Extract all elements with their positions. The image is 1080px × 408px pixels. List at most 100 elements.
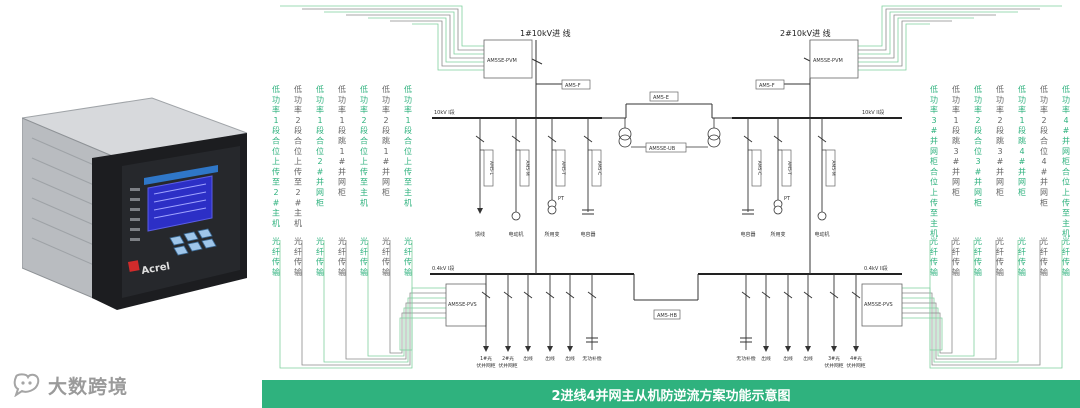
svg-text:纤: 纤 [338, 246, 346, 256]
feeder-relay-box [519, 149, 530, 187]
svg-text:段: 段 [1040, 125, 1048, 135]
feeder-relay-label: AM5-C [756, 161, 762, 176]
svg-text:段: 段 [974, 125, 982, 135]
svg-text:段: 段 [382, 125, 390, 135]
fiber-line-right-bottom [902, 240, 1041, 366]
fiber-line-right-top [858, 14, 996, 59]
hv-feeder-label: 电动机 [508, 231, 523, 238]
feeder-arrow-icon [477, 208, 483, 214]
svg-text:并: 并 [316, 177, 324, 187]
hv-feeders: AM5-L馈线AM5-M电动机AM5-TPT所用变AM5-C电容器AM5-C电容… [475, 118, 836, 238]
svg-text:并: 并 [952, 166, 960, 176]
svg-text:3: 3 [975, 157, 980, 166]
svg-text:光: 光 [1040, 236, 1048, 246]
lv-feeder-label: 3#光 [828, 355, 840, 362]
svg-text:光: 光 [360, 236, 368, 246]
svg-text:网: 网 [1062, 147, 1070, 156]
svg-text:2: 2 [295, 188, 300, 197]
svg-text:位: 位 [294, 146, 302, 156]
svg-text:段: 段 [952, 125, 960, 135]
svg-text:率: 率 [404, 105, 412, 115]
svg-text:光: 光 [1062, 236, 1070, 246]
fiber-line-left-top [346, 14, 484, 59]
lv-feeder-label: 出线 [545, 355, 555, 362]
svg-text:柜: 柜 [930, 156, 938, 166]
fiber-line-right-bottom [902, 240, 975, 357]
svg-text:2: 2 [1041, 116, 1046, 125]
svg-text:并: 并 [1062, 136, 1070, 146]
svg-text:光: 光 [996, 236, 1004, 246]
hv-feeder-label: 电容器 [740, 231, 755, 238]
svg-text:1: 1 [339, 116, 344, 125]
svg-text:1: 1 [339, 147, 344, 156]
svg-text:纤: 纤 [974, 246, 982, 256]
svg-text:#: # [295, 198, 302, 207]
lv-feeder-label: 伏并网柜 [498, 362, 517, 369]
svg-text:传: 传 [996, 257, 1004, 267]
fiber-line-right-bottom [902, 240, 1063, 369]
svg-text:输: 输 [974, 267, 982, 277]
svg-text:输: 输 [338, 267, 346, 277]
svg-text:2: 2 [997, 116, 1002, 125]
fiber-line-left-bottom [389, 240, 446, 354]
svg-text:输: 输 [1040, 267, 1048, 277]
svg-text:纤: 纤 [1062, 246, 1070, 256]
svg-text:合: 合 [316, 136, 324, 146]
svg-text:低: 低 [1062, 84, 1070, 94]
product-panel: Acrel 大数跨境 [0, 0, 262, 408]
svg-text:段: 段 [272, 125, 280, 135]
svg-text:传: 传 [930, 257, 938, 267]
svg-text:纤: 纤 [952, 246, 960, 256]
svg-text:输: 输 [360, 267, 368, 277]
hv-feeder: AM5-L馈线 [475, 118, 494, 238]
svg-text:纤: 纤 [382, 246, 390, 256]
svg-text:低: 低 [382, 84, 390, 94]
svg-text:网: 网 [338, 178, 346, 187]
fiber-lines [279, 5, 1063, 369]
svg-text:传: 传 [338, 257, 346, 267]
svg-text:纤: 纤 [360, 246, 368, 256]
svg-text:并: 并 [996, 166, 1004, 176]
svg-text:3: 3 [931, 116, 936, 125]
svg-text:#: # [317, 167, 324, 176]
svg-text:合: 合 [1040, 136, 1048, 146]
svg-text:#: # [1041, 167, 1048, 176]
svg-text:段: 段 [404, 125, 412, 135]
svg-text:传: 传 [1062, 197, 1070, 207]
svg-text:低: 低 [338, 84, 346, 94]
svg-text:纤: 纤 [1040, 246, 1048, 256]
svg-text:低: 低 [930, 84, 938, 94]
lv-feeder: 无功补偿 [736, 274, 756, 362]
feeder-relay-label: AM5-M [830, 160, 836, 175]
fiber-line-right-top [858, 20, 952, 67]
svg-text:网: 网 [1040, 188, 1048, 197]
svg-text:机: 机 [930, 228, 938, 238]
svg-text:1: 1 [273, 116, 278, 125]
svg-text:低: 低 [294, 84, 302, 94]
svg-text:输: 输 [404, 267, 412, 277]
svg-text:跳: 跳 [952, 136, 960, 146]
feeder-relay-label: AM5-T [786, 161, 792, 175]
svg-text:纤: 纤 [1018, 246, 1026, 256]
svg-text:机: 机 [272, 218, 280, 228]
bus-lv-right-label: 0.4kV II段 [864, 265, 888, 272]
svg-text:2: 2 [273, 188, 278, 197]
e-center-box [649, 91, 679, 102]
fiber-line-right-top [858, 11, 1018, 55]
fiber-line-left-top [280, 5, 484, 47]
svg-text:传: 传 [272, 257, 280, 267]
feeder-arrow-icon [567, 346, 573, 352]
feeder-relay-box [751, 149, 762, 187]
svg-text:纤: 纤 [272, 246, 280, 256]
svg-text:传: 传 [360, 166, 368, 176]
